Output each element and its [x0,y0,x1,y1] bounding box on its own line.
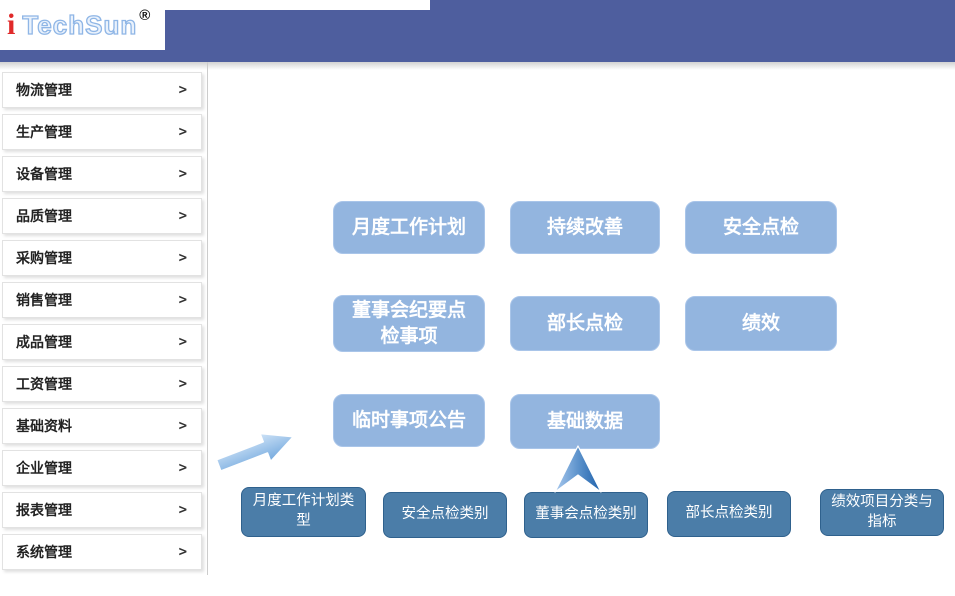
sidebar-item-label: 品质管理 [16,208,72,224]
header-bar-right [430,0,955,62]
sidebar-item-label: 设备管理 [16,166,72,182]
pointer-arrow-icon [215,432,295,472]
logo-wordmark: TechSun [22,10,138,40]
sidebar-item-sales[interactable]: 销售管理 > [2,282,202,318]
sidebar-item-label: 物流管理 [16,82,72,98]
chevron-right-icon: > [178,460,187,476]
btn-performance-category[interactable]: 绩效项目分类与指标 [820,489,944,536]
btn-minister-inspection-category[interactable]: 部长点检类别 [667,491,791,537]
sidebar-item-payroll[interactable]: 工资管理 > [2,366,202,402]
header-shadow [0,62,955,70]
tile-safety-inspection[interactable]: 安全点检 [685,201,837,254]
sidebar-item-reports[interactable]: 报表管理 > [2,492,202,528]
up-arrow-icon [554,445,602,493]
sidebar-item-label: 生产管理 [16,124,72,140]
sidebar-item-label: 销售管理 [16,292,72,308]
sidebar-item-label: 报表管理 [16,502,72,518]
sidebar-item-finished-goods[interactable]: 成品管理 > [2,324,202,360]
sidebar-item-label: 系统管理 [16,544,72,560]
chevron-right-icon: > [178,502,187,518]
chevron-right-icon: > [178,166,187,182]
logo: i TechSun ® [0,0,165,50]
tile-board-minutes-inspection[interactable]: 董事会纪要点检事项 [333,295,485,352]
btn-safety-inspection-category[interactable]: 安全点检类别 [383,492,507,538]
chevron-right-icon: > [178,82,187,98]
chevron-right-icon: > [178,376,187,392]
sidebar-item-basic-data[interactable]: 基础资料 > [2,408,202,444]
sidebar-item-label: 采购管理 [16,250,72,266]
chevron-right-icon: > [178,292,187,308]
sidebar-item-production[interactable]: 生产管理 > [2,114,202,150]
btn-board-inspection-category[interactable]: 董事会点检类别 [524,492,648,538]
sidebar-item-equipment[interactable]: 设备管理 > [2,156,202,192]
sidebar-item-enterprise[interactable]: 企业管理 > [2,450,202,486]
tile-basic-data[interactable]: 基础数据 [510,394,660,449]
sidebar-item-label: 工资管理 [16,376,72,392]
chevron-right-icon: > [178,208,187,224]
logo-i-mark: i [7,8,16,41]
sidebar-item-label: 基础资料 [16,418,72,434]
tile-minister-inspection[interactable]: 部长点检 [510,296,660,351]
chevron-right-icon: > [178,544,187,560]
btn-monthly-plan-type[interactable]: 月度工作计划类型 [241,487,366,537]
chevron-right-icon: > [178,418,187,434]
sidebar-item-procurement[interactable]: 采购管理 > [2,240,202,276]
sidebar-item-label: 企业管理 [16,460,72,476]
sidebar-divider [207,62,208,575]
tile-performance[interactable]: 绩效 [685,296,837,351]
tile-temporary-announcement[interactable]: 临时事项公告 [333,394,485,447]
chevron-right-icon: > [178,334,187,350]
registered-trademark-icon: ® [139,6,151,24]
tile-continuous-improvement[interactable]: 持续改善 [510,201,660,254]
tile-monthly-work-plan[interactable]: 月度工作计划 [333,201,485,254]
sidebar-item-label: 成品管理 [16,334,72,350]
sidebar-item-quality[interactable]: 品质管理 > [2,198,202,234]
chevron-right-icon: > [178,124,187,140]
sidebar-item-logistics[interactable]: 物流管理 > [2,72,202,108]
chevron-right-icon: > [178,250,187,266]
sidebar-item-system[interactable]: 系统管理 > [2,534,202,570]
